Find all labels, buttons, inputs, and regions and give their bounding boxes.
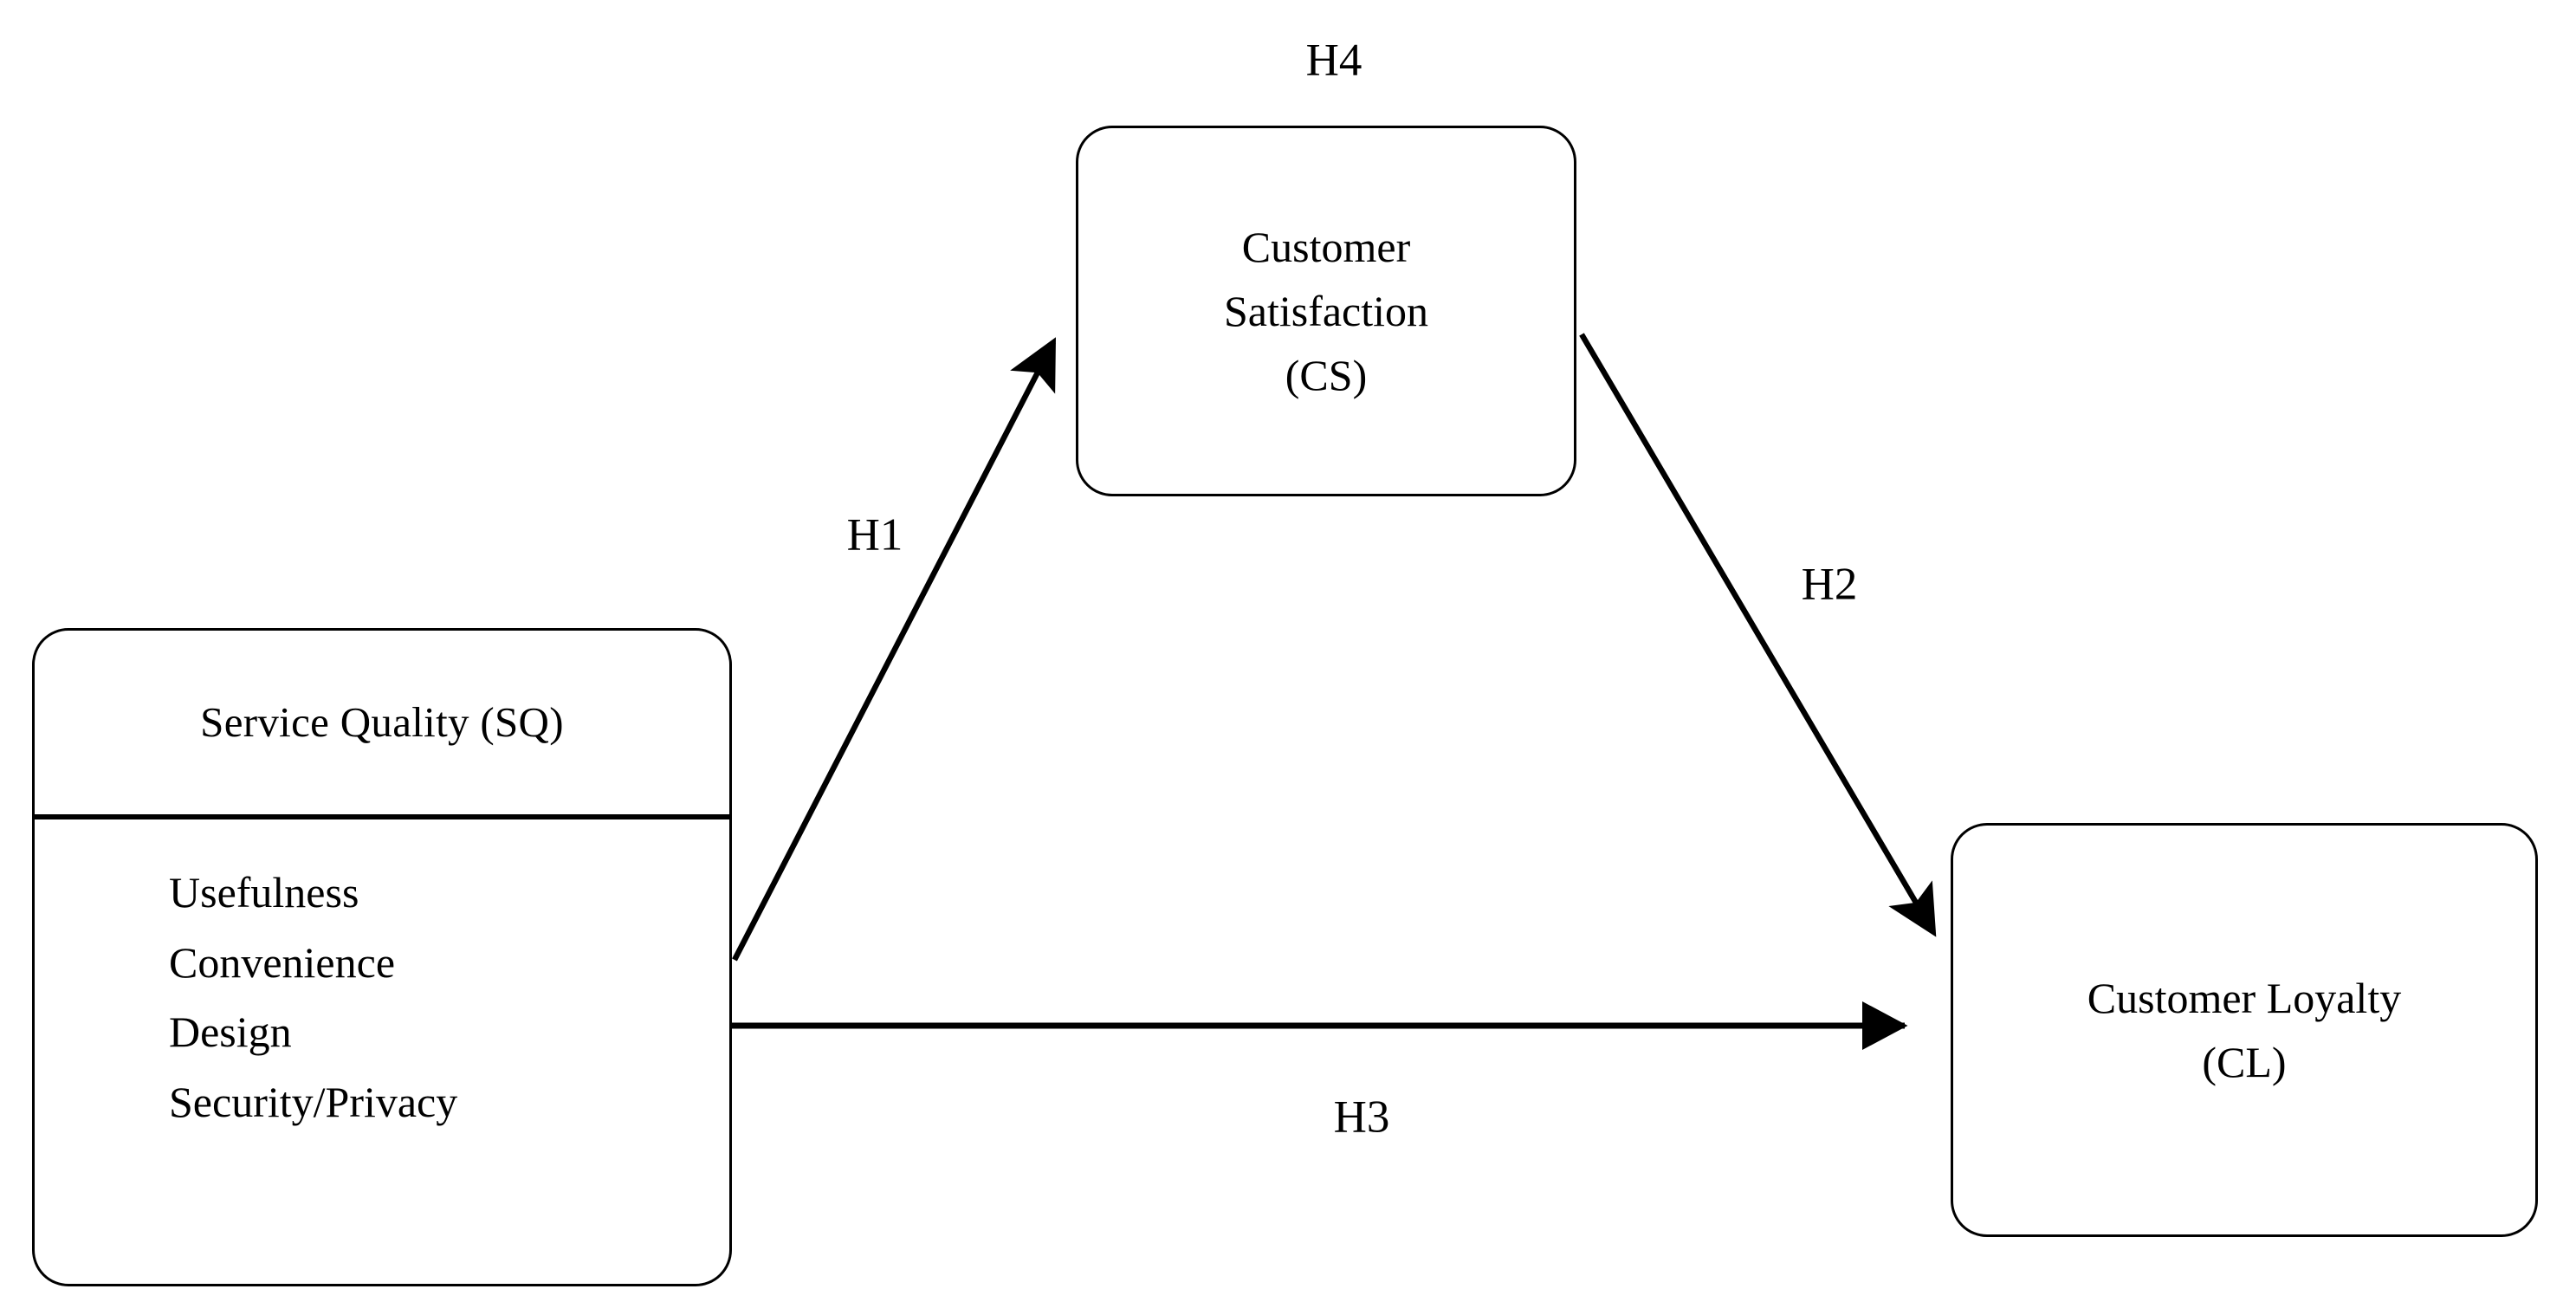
node-customer-loyalty: Customer Loyalty (CL) bbox=[1951, 823, 2538, 1237]
customer-loyalty-label: Customer Loyalty (CL) bbox=[1953, 826, 2535, 1234]
edge-label-h4: H4 bbox=[1305, 35, 1362, 86]
node-text-line: Satisfaction bbox=[1223, 287, 1429, 335]
customer-satisfaction-label: Customer Satisfaction (CS) bbox=[1078, 128, 1574, 494]
node-text-line: (CL) bbox=[2202, 1038, 2287, 1086]
node-text-line: (CS) bbox=[1285, 351, 1368, 399]
node-text-line: Customer Loyalty bbox=[2087, 974, 2402, 1022]
list-item: Usefulness bbox=[169, 868, 359, 917]
service-quality-divider bbox=[32, 814, 732, 819]
node-service-quality: Service Quality (SQ) Usefulness Convenie… bbox=[32, 628, 732, 1286]
node-text-line: Customer bbox=[1241, 223, 1411, 271]
node-customer-satisfaction: Customer Satisfaction (CS) bbox=[1076, 126, 1576, 496]
list-item: Security/Privacy bbox=[169, 1077, 458, 1126]
edge-label-h2: H2 bbox=[1801, 559, 1858, 610]
edge-h2-arrow bbox=[1579, 333, 1937, 937]
edge-label-h1: H1 bbox=[846, 509, 903, 560]
list-item: Convenience bbox=[169, 937, 396, 987]
service-quality-title: Service Quality (SQ) bbox=[200, 698, 564, 747]
list-item: Design bbox=[169, 1007, 292, 1056]
service-quality-header: Service Quality (SQ) bbox=[35, 631, 729, 814]
edge-label-h3: H3 bbox=[1333, 1092, 1390, 1143]
service-quality-dimension-list: Usefulness Convenience Design Security/P… bbox=[35, 819, 729, 1124]
edge-h1-arrow bbox=[732, 337, 1056, 962]
